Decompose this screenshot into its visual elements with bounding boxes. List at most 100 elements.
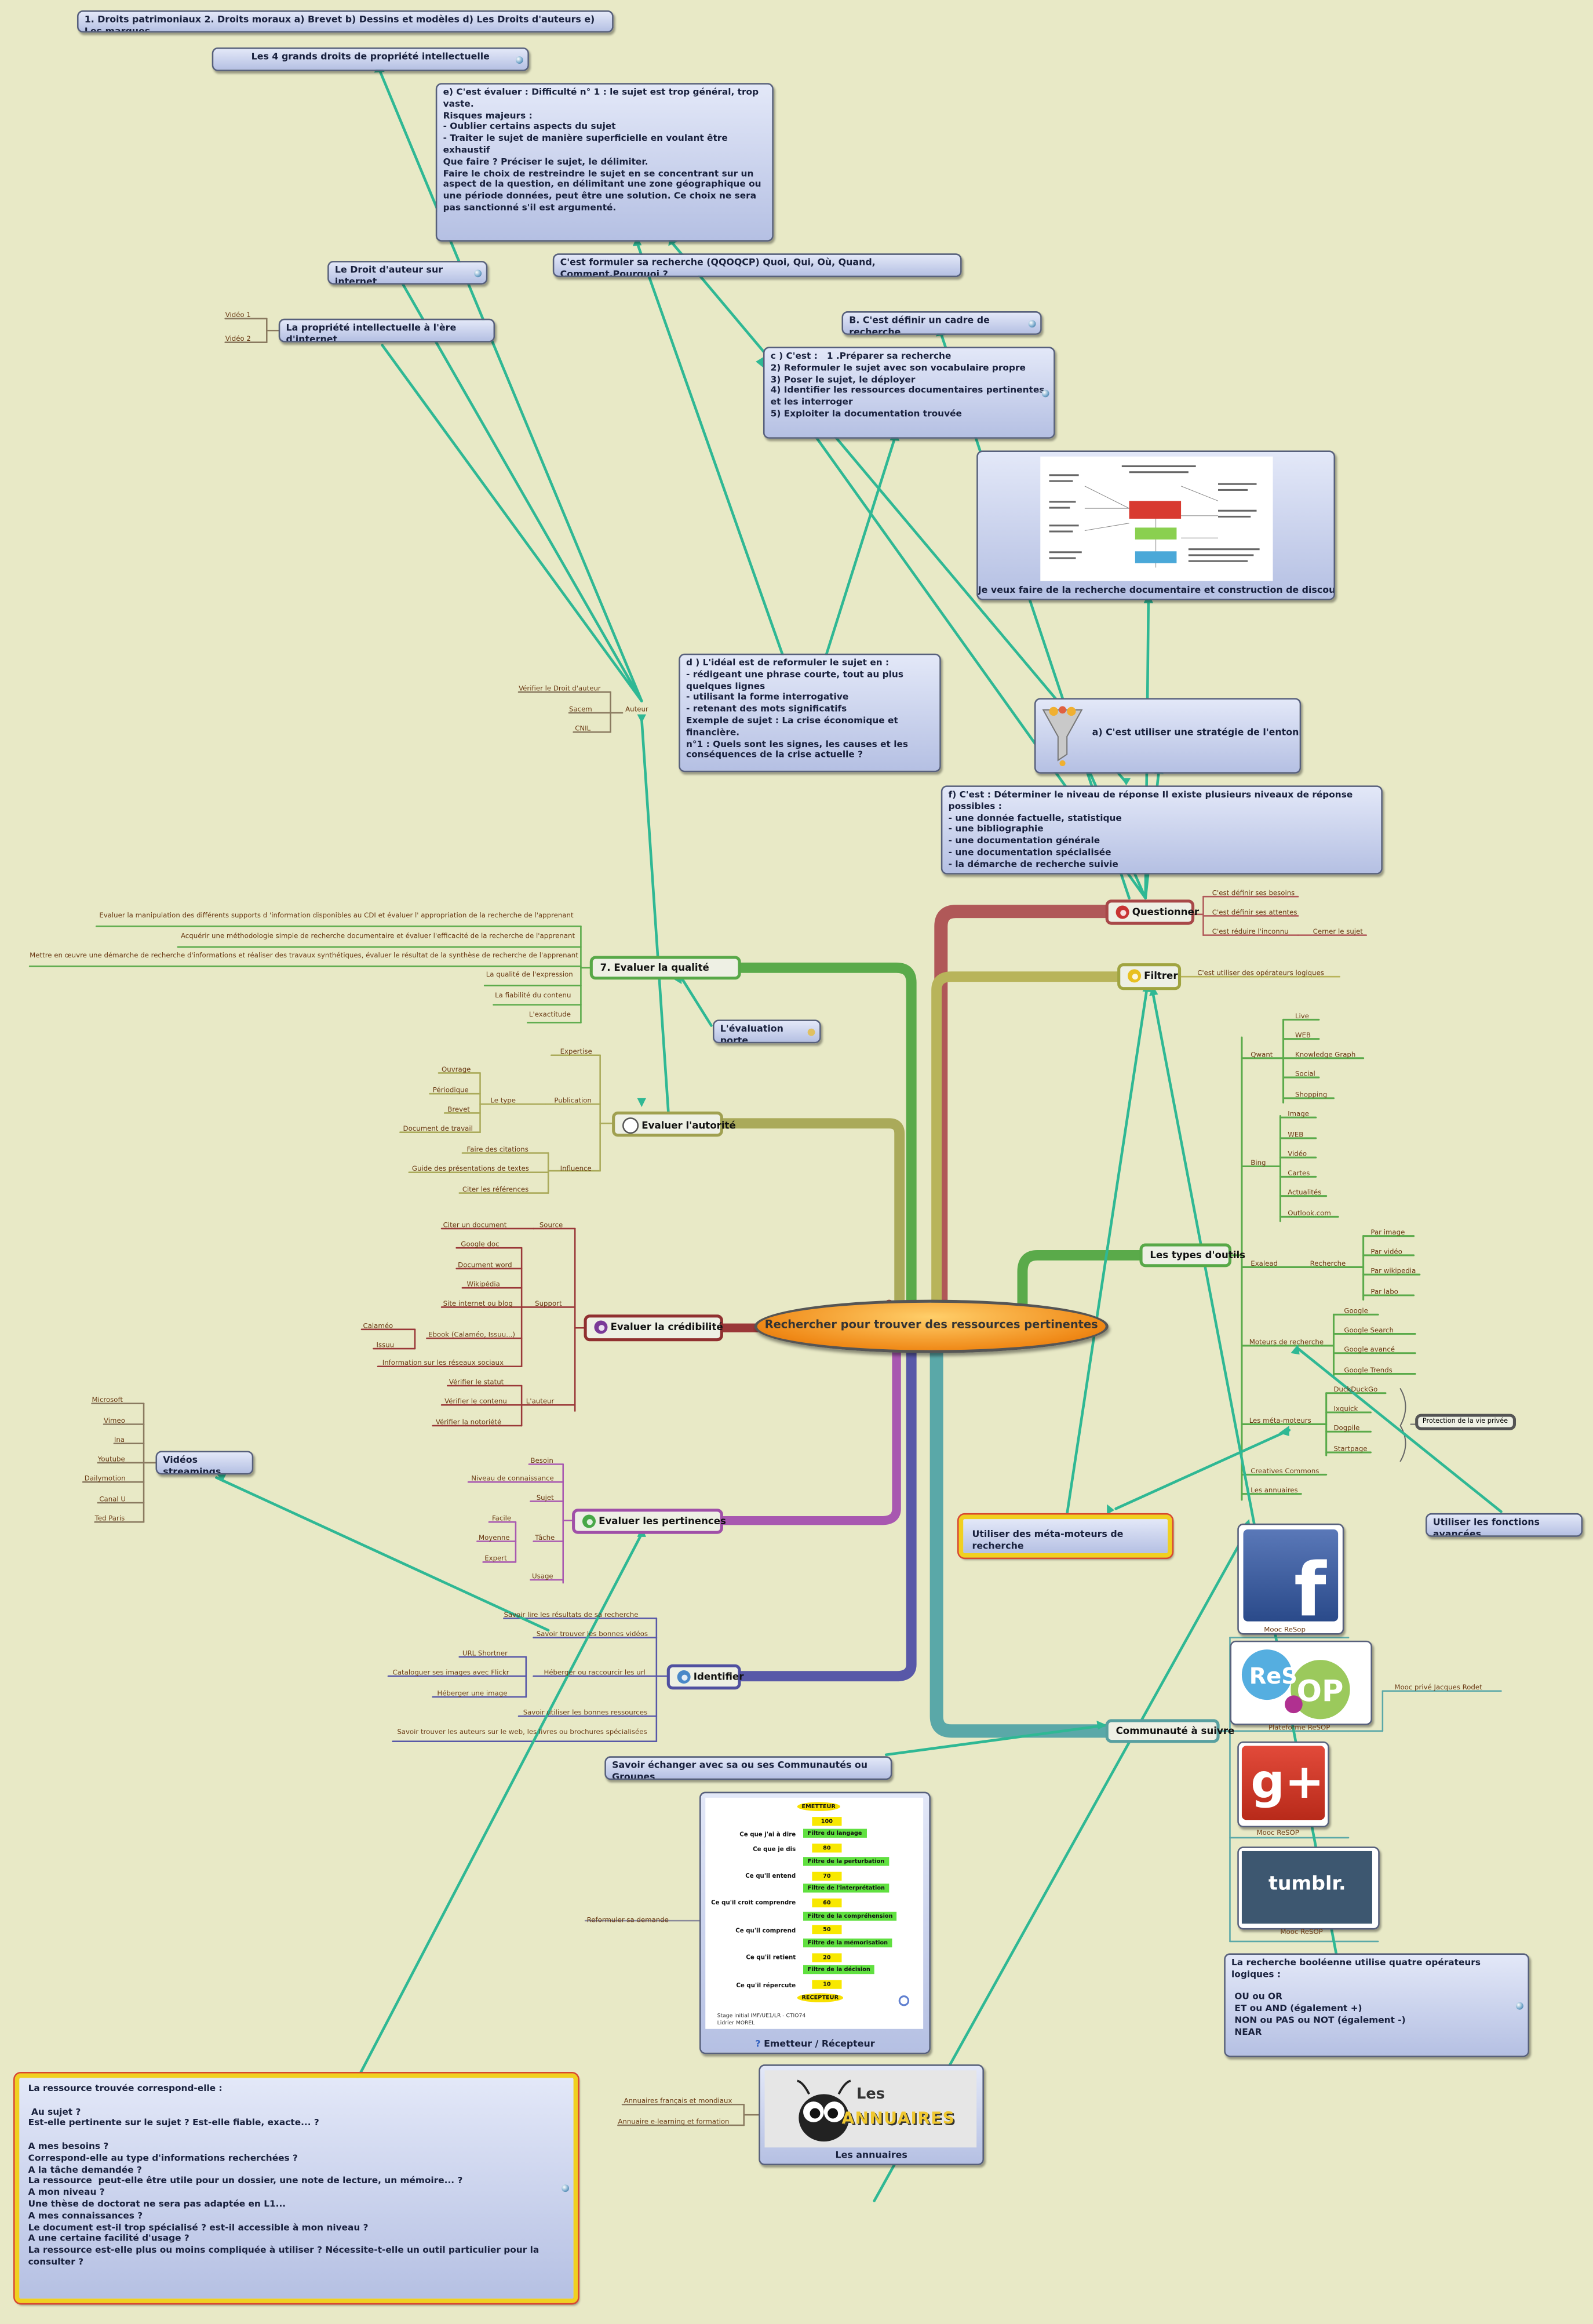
leaf-google-search[interactable]: Google Search — [1344, 1328, 1394, 1336]
note-propriete-intellectuelle[interactable]: La propriété intellectuelle à l'ère d'in… — [278, 318, 495, 343]
leaf-knowledge-graph[interactable]: Knowledge Graph — [1295, 1052, 1356, 1060]
leaf-cnil[interactable]: CNIL — [575, 726, 591, 734]
note-recherche-documentaire[interactable]: Je veux faire de la recherche documentai… — [976, 450, 1336, 600]
leaf-reseaux-sociaux[interactable]: Information sur les réseaux sociaux — [382, 1360, 504, 1368]
leaf-bing-actualites[interactable]: Actualités — [1288, 1190, 1322, 1198]
branch-credibilite[interactable]: Evaluer la crédibilité — [584, 1314, 723, 1342]
branch-pertinences[interactable]: Evaluer les pertinences — [572, 1509, 726, 1534]
leaf-ixquick[interactable]: Ixquick — [1333, 1406, 1358, 1414]
note-preparer[interactable]: c ) C'est : 1 .Préparer sa recherche 2) … — [763, 347, 1055, 439]
leaf-exactitude[interactable]: L'exactitude — [528, 1012, 571, 1020]
leaf-trouver-auteurs[interactable]: Savoir trouver les auteurs sur le web, l… — [397, 1729, 647, 1737]
leaf-ina[interactable]: Ina — [114, 1437, 125, 1445]
leaf-bonnes-ressources[interactable]: Savoir utiliser les bonnes ressources — [523, 1710, 648, 1718]
note-annuaires[interactable]: Les ANNUAIRES Les annuaires — [759, 2064, 984, 2166]
leaf-bing[interactable]: Bing — [1251, 1160, 1266, 1168]
resop-image[interactable]: ReS OP — [1230, 1640, 1372, 1725]
leaf-qwant-live[interactable]: Live — [1295, 1014, 1310, 1021]
leaf-social[interactable]: Social — [1295, 1071, 1315, 1079]
leaf-plateforme-resop[interactable]: Plateforme ReSOP — [1268, 1725, 1330, 1733]
leaf-mettre-en-oeuvre[interactable]: Mettre en œuvre une démarche de recherch… — [30, 953, 578, 961]
note-ideal-reformuler[interactable]: d ) L'idéal est de reformuler le sujet e… — [679, 653, 941, 773]
leaf-tache[interactable]: Tâche — [535, 1535, 555, 1543]
leaf-mooc-resop-3[interactable]: Mooc ReSOP — [1280, 1929, 1323, 1937]
central-topic[interactable]: Rechercher pour trouver des ressources p… — [754, 1299, 1109, 1353]
note-videos-streamings[interactable]: Vidéos streamings — [155, 1451, 254, 1475]
leaf-startpage[interactable]: Startpage — [1333, 1446, 1368, 1454]
expand-icon[interactable] — [562, 2184, 569, 2192]
leaf-par-labo[interactable]: Par labo — [1370, 1289, 1398, 1297]
leaf-par-video[interactable]: Par vidéo — [1370, 1249, 1402, 1257]
leaf-youtube[interactable]: Youtube — [97, 1456, 125, 1465]
leaf-canal-u[interactable]: Canal U — [99, 1496, 126, 1505]
leaf-vimeo[interactable]: Vimeo — [104, 1418, 125, 1426]
leaf-dogpile[interactable]: Dogpile — [1333, 1426, 1360, 1433]
expand-icon[interactable] — [1041, 389, 1049, 397]
note-fonctions-avancees[interactable]: Utiliser les fonctions avancées — [1426, 1513, 1583, 1537]
leaf-les-annuaires[interactable]: Les annuaires — [1251, 1488, 1298, 1496]
tumblr-image[interactable]: tumblr. — [1237, 1846, 1380, 1930]
leaf-shopping[interactable]: Shopping — [1295, 1092, 1328, 1100]
leaf-trouver-videos[interactable]: Savoir trouver les bonnes vidéos — [536, 1631, 648, 1640]
leaf-google-trends[interactable]: Google Trends — [1344, 1368, 1392, 1376]
leaf-annuaire-elearning[interactable]: Annuaire e-learning et formation — [618, 2119, 730, 2127]
leaf-mooc-resop-2[interactable]: Mooc ReSOP — [1256, 1830, 1299, 1838]
leaf-qwant[interactable]: Qwant — [1251, 1052, 1273, 1060]
leaf-dailymotion[interactable]: Dailymotion — [84, 1476, 126, 1484]
leaf-creatives-commons[interactable]: Creatives Commons — [1251, 1469, 1319, 1476]
leaf-usage[interactable]: Usage — [532, 1573, 553, 1582]
note-evaluer-difficulte[interactable]: e) C'est évaluer : Difficulté n° 1 : le … — [435, 83, 774, 242]
branch-identifier[interactable]: Identifier — [666, 1664, 743, 1690]
leaf-evaluer-manipulation[interactable]: Evaluer la manipulation des différents s… — [99, 913, 574, 921]
leaf-le-type[interactable]: Le type — [490, 1098, 516, 1106]
branch-types-outils[interactable]: Les types d'outils — [1139, 1243, 1245, 1267]
branch-questionner[interactable]: Questionner — [1105, 899, 1199, 925]
leaf-influence[interactable]: Influence — [560, 1166, 592, 1174]
leaf-source[interactable]: Source — [539, 1222, 563, 1230]
leaf-bing-image[interactable]: Image — [1288, 1111, 1310, 1119]
leaf-lire-resultats[interactable]: Savoir lire les résultats de sa recherch… — [504, 1612, 639, 1620]
leaf-annuaires-francais[interactable]: Annuaires français et mondiaux — [624, 2098, 732, 2106]
leaf-bing-video[interactable]: Vidéo — [1288, 1151, 1307, 1159]
leaf-duckduckgo[interactable]: DuckDuckGo — [1333, 1387, 1378, 1395]
leaf-expertise[interactable]: Expertise — [560, 1049, 592, 1057]
leaf-citer-document[interactable]: Citer un document — [443, 1222, 507, 1230]
leaf-document-travail[interactable]: Document de travail — [403, 1126, 473, 1134]
leaf-qualite-expression[interactable]: La qualité de l'expression — [486, 972, 573, 980]
leaf-par-image[interactable]: Par image — [1370, 1230, 1405, 1238]
leaf-guide-presentations[interactable]: Guide des présentations de textes — [411, 1166, 529, 1174]
note-meta-moteurs[interactable]: Utiliser des méta-moteurs de recherche — [957, 1513, 1174, 1560]
leaf-moteurs-recherche[interactable]: Moteurs de recherche — [1249, 1339, 1324, 1347]
leaf-google-doc[interactable]: Google doc — [461, 1241, 500, 1250]
note-ressource-trouvee[interactable]: La ressource trouvée correspond-elle : A… — [13, 2071, 579, 2305]
expand-icon[interactable] — [515, 55, 523, 63]
leaf-qwant-web[interactable]: WEB — [1295, 1033, 1311, 1041]
note-cadre-recherche[interactable]: B. C'est définir un cadre de recherche — [841, 311, 1042, 335]
note-droits-patrimoniaux[interactable]: 1. Droits patrimoniaux 2. Droits moraux … — [76, 10, 614, 33]
leaf-bing-web[interactable]: WEB — [1288, 1132, 1304, 1140]
leaf-l-auteur[interactable]: L'auteur — [526, 1398, 555, 1407]
leaf-cerner-sujet[interactable]: Cerner le sujet — [1313, 929, 1363, 937]
branch-qualite[interactable]: 7. Evaluer la qualité — [589, 956, 741, 980]
leaf-citer-references[interactable]: Citer les références — [462, 1187, 529, 1195]
leaf-calameo[interactable]: Calaméo — [363, 1323, 393, 1331]
leaf-definir-besoins[interactable]: C'est définir ses besoins — [1212, 890, 1295, 898]
leaf-exalead-recherche[interactable]: Recherche — [1310, 1261, 1346, 1269]
leaf-flickr[interactable]: Cataloguer ses images avec Flickr — [392, 1670, 509, 1678]
leaf-video-1[interactable]: Vidéo 1 — [225, 312, 251, 320]
leaf-microsoft[interactable]: Microsoft — [92, 1397, 123, 1405]
leaf-brevet[interactable]: Brevet — [447, 1107, 470, 1115]
leaf-acquerir-methodologie[interactable]: Acquérir une méthodologie simple de rech… — [180, 934, 575, 941]
expand-icon[interactable] — [1028, 319, 1036, 327]
leaf-sacem[interactable]: Sacem — [568, 706, 592, 715]
leaf-verifier-contenu[interactable]: Vérifier le contenu — [444, 1398, 507, 1407]
leaf-google-avance[interactable]: Google avancé — [1344, 1347, 1395, 1355]
leaf-publication[interactable]: Publication — [554, 1098, 592, 1106]
leaf-reformuler-demande[interactable]: Reformuler sa demande — [586, 1918, 669, 1925]
note-echanger[interactable]: Savoir échanger avec sa ou ses Communaut… — [604, 1756, 892, 1780]
note-entonnoir[interactable]: a) C'est utiliser une stratégie de l'ent… — [1034, 698, 1302, 774]
leaf-heberger-image[interactable]: Héberger une image — [437, 1691, 508, 1699]
leaf-site-blog[interactable]: Site internet ou blog — [443, 1301, 513, 1309]
leaf-mooc-prive[interactable]: Mooc privé Jacques Rodet — [1394, 1685, 1482, 1693]
leaf-meta-moteurs[interactable]: Les méta-moteurs — [1249, 1418, 1311, 1426]
